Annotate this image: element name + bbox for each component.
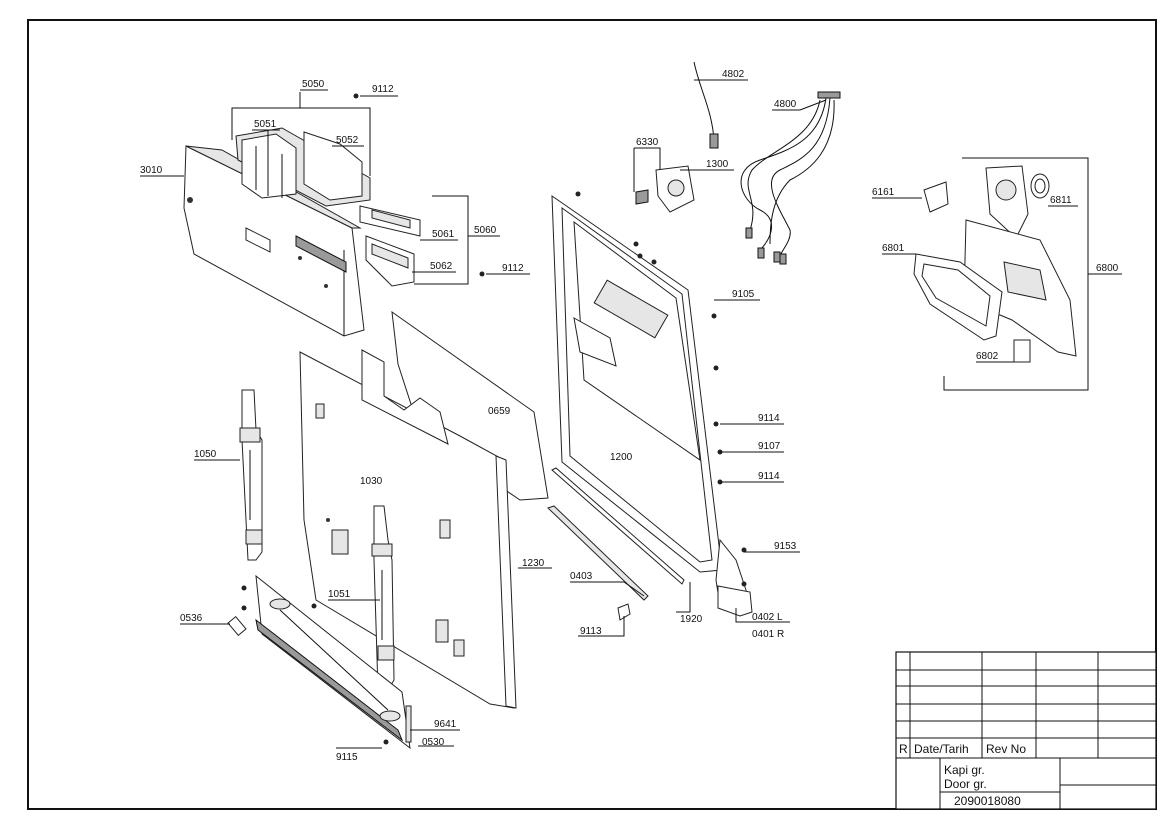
label-9153: 9153 bbox=[774, 541, 797, 552]
label-1230: 1230 bbox=[522, 558, 545, 569]
electronic-module-5051-5052 bbox=[235, 127, 371, 207]
label-1300: 1300 bbox=[706, 159, 729, 170]
label-9112-top: 9112 bbox=[372, 84, 394, 95]
clip-9113 bbox=[617, 603, 631, 621]
label-5062: 5062 bbox=[430, 261, 453, 272]
label-1050: 1050 bbox=[194, 449, 217, 460]
drawing-border bbox=[27, 19, 1157, 810]
label-1200: 1200 bbox=[610, 452, 633, 463]
label-9113: 9113 bbox=[580, 626, 602, 637]
date-header: Date/Tarih bbox=[914, 742, 969, 756]
screws-left bbox=[241, 93, 485, 745]
label-9115: 9115 bbox=[336, 752, 358, 763]
panel-0659 bbox=[391, 310, 549, 501]
label-9107: 9107 bbox=[758, 441, 781, 452]
cable-harness-4800 bbox=[693, 61, 841, 265]
hinge-bracket-1050 bbox=[239, 389, 263, 561]
label-9641: 9641 bbox=[434, 719, 457, 730]
label-1030: 1030 bbox=[360, 476, 383, 487]
door-lock-1300 bbox=[635, 165, 695, 213]
label-6161: 6161 bbox=[872, 187, 895, 198]
label-5061: 5061 bbox=[432, 229, 455, 240]
label-9114-lower: 9114 bbox=[758, 471, 780, 482]
label-0403: 0403 bbox=[570, 571, 593, 582]
label-0401-r: 0401 R bbox=[752, 629, 784, 640]
label-9112-mid: 9112 bbox=[502, 263, 524, 274]
group-name-tr: Kapi gr. bbox=[944, 763, 985, 777]
label-6800: 6800 bbox=[1096, 263, 1119, 274]
seal-strip-1920 bbox=[551, 467, 685, 585]
group-name-en: Door gr. bbox=[944, 777, 987, 791]
title-block: R Date/Tarih Rev No Kapi gr. Door gr. 20… bbox=[895, 651, 1157, 810]
rev-header: Rev No bbox=[986, 742, 1026, 756]
part-9641 bbox=[405, 705, 412, 743]
label-4800: 4800 bbox=[774, 99, 797, 110]
label-0402-l: 0402 L bbox=[752, 612, 783, 623]
label-5052: 5052 bbox=[336, 135, 359, 146]
buttons-5061-5062 bbox=[359, 205, 421, 287]
label-5051: 5051 bbox=[254, 119, 277, 130]
door-panel-1030 bbox=[299, 349, 517, 709]
label-6801: 6801 bbox=[882, 243, 905, 254]
inner-door-1200 bbox=[551, 195, 753, 617]
label-0659: 0659 bbox=[488, 406, 511, 417]
label-0530: 0530 bbox=[422, 737, 445, 748]
rev-marker: R bbox=[899, 742, 908, 756]
label-1920: 1920 bbox=[680, 614, 703, 625]
label-4802: 4802 bbox=[722, 69, 745, 80]
label-6802: 6802 bbox=[976, 351, 999, 362]
label-6811: 6811 bbox=[1050, 195, 1072, 206]
label-6330: 6330 bbox=[636, 137, 659, 148]
label-9105: 9105 bbox=[732, 289, 755, 300]
drawing-number: 2090018080 bbox=[954, 794, 1021, 808]
label-3010: 3010 bbox=[140, 165, 163, 176]
clip-0536 bbox=[227, 615, 247, 637]
label-5050: 5050 bbox=[302, 79, 325, 90]
label-9114-upper: 9114 bbox=[758, 413, 780, 424]
part-labels: 5050 9112 5051 5052 3010 5061 5060 5062 … bbox=[140, 69, 1119, 763]
label-1051: 1051 bbox=[328, 589, 351, 600]
hinge-bracket-1051 bbox=[371, 505, 395, 691]
leader-lines bbox=[140, 79, 1122, 749]
label-0536: 0536 bbox=[180, 613, 203, 624]
strip-0403 bbox=[547, 505, 649, 601]
detergent-dispenser-6800 bbox=[913, 165, 1077, 363]
label-5060: 5060 bbox=[474, 225, 497, 236]
bottom-trim-0530 bbox=[255, 574, 411, 750]
